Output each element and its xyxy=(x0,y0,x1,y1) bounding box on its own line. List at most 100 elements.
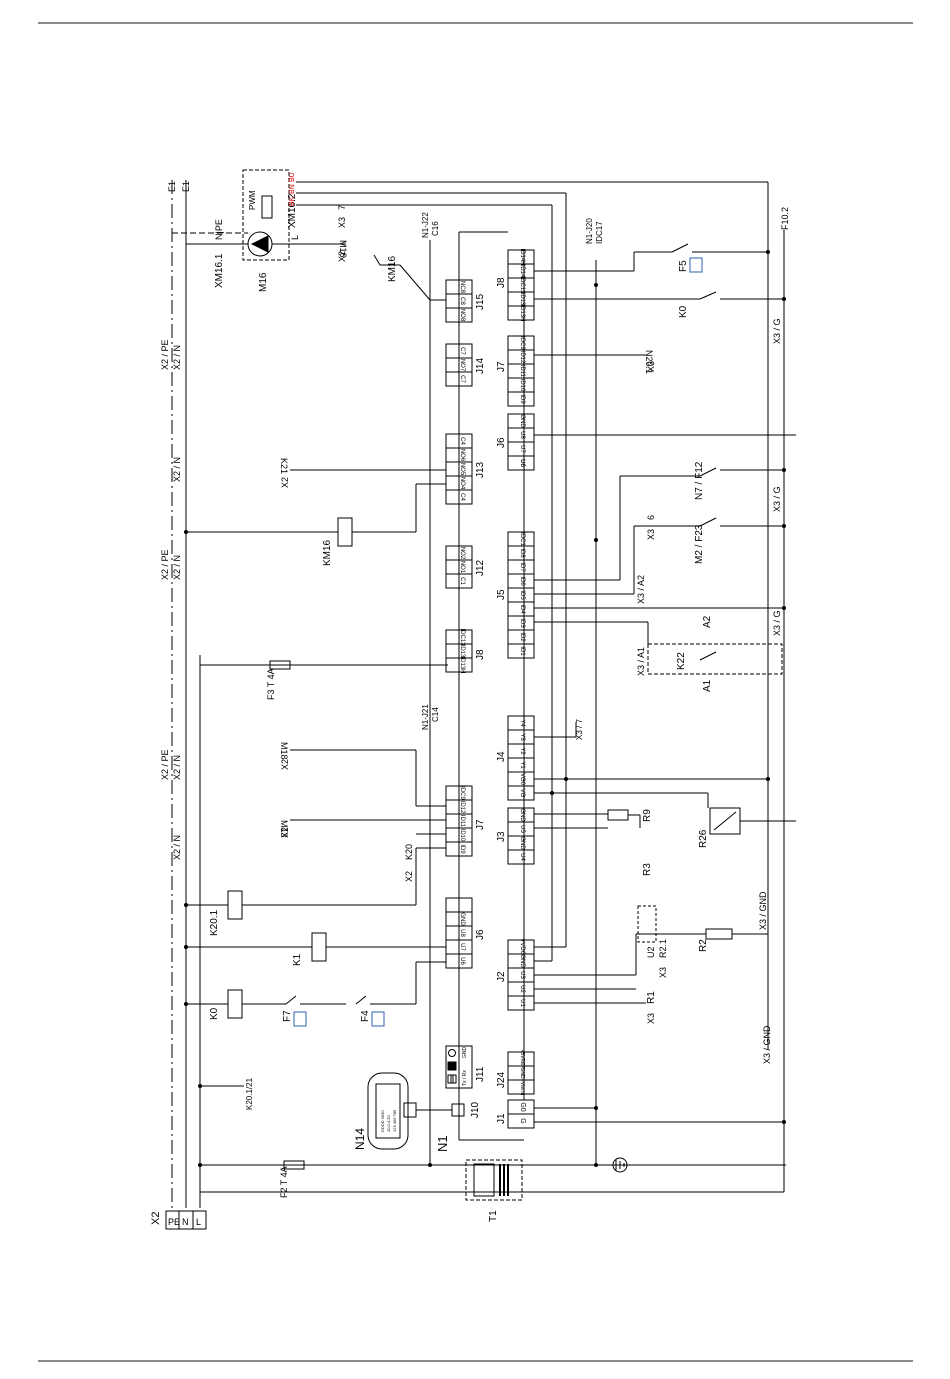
svg-text:ID12: ID12 xyxy=(459,801,465,814)
svg-text:GND: GND xyxy=(519,836,525,850)
svg-text:NO7: NO7 xyxy=(459,359,465,372)
ref-n1-j20: N1-J20 IDC17 xyxy=(585,218,604,244)
svg-text:X3 / A2: X3 / A2 xyxy=(636,575,646,604)
relay-km16-a: KM16 xyxy=(186,483,446,566)
svg-text:NO4: NO4 xyxy=(459,477,465,490)
junction-dots xyxy=(184,250,786,1167)
x3-gnd-labels: X3 / GND X3 / GND xyxy=(758,891,772,1064)
svg-text:U4: U4 xyxy=(519,853,525,861)
ref-n1-j21: N1-J21 C14 xyxy=(421,704,440,730)
svg-text:C4: C4 xyxy=(459,437,465,445)
svg-text:GND: GND xyxy=(462,1047,468,1059)
svg-text:GND: GND xyxy=(519,1067,525,1079)
svg-text:U7: U7 xyxy=(459,943,465,951)
svg-text:X3: X3 xyxy=(646,361,656,372)
svg-text:ID1: ID1 xyxy=(519,646,525,656)
j2-supply-wiring xyxy=(534,193,597,1165)
svg-text:+Vterm: +Vterm xyxy=(519,1079,525,1095)
svg-text:J10: J10 xyxy=(470,1101,481,1118)
svg-text:KM16: KM16 xyxy=(387,255,398,282)
svg-text:C1: C1 xyxy=(459,577,465,585)
svg-text:U2: U2 xyxy=(519,985,525,993)
svg-text:PWM: PWM xyxy=(248,190,257,210)
svg-text:VG: VG xyxy=(519,789,525,798)
connector-j18: NO8 C8 NC8 J15 xyxy=(445,279,486,323)
connector-j8 xyxy=(507,249,535,321)
svg-text:M2 / F23: M2 / F23 xyxy=(694,524,705,564)
svg-text:Y4: Y4 xyxy=(519,719,525,727)
terminal-block-x2: X2 PE N L xyxy=(150,1210,207,1230)
svg-text:NO2: NO2 xyxy=(459,547,465,560)
connector-j24: +Vterm GND +5VREF J24 xyxy=(496,1049,535,1095)
svg-text:U2: U2 xyxy=(646,946,656,958)
label-x2-pe-1: X2 / PE xyxy=(160,339,170,370)
svg-text:X3: X3 xyxy=(658,967,668,978)
svg-text:ID8: ID8 xyxy=(519,548,525,558)
svg-text:N7 / F12: N7 / F12 xyxy=(694,461,705,500)
ref-n1-j22: N1-J22 C16 xyxy=(421,212,508,238)
svg-text:U3: U3 xyxy=(519,971,525,979)
ref-k21: X2 K21 xyxy=(279,458,446,488)
svg-text:J15: J15 xyxy=(475,293,486,310)
contact-km16: KM16 xyxy=(373,254,446,301)
svg-text:123 456 789: 123 456 789 xyxy=(392,1109,397,1132)
pin-label-j8-3: ID14 xyxy=(519,265,525,278)
svg-text:ID4: ID4 xyxy=(519,604,525,614)
svg-text:ID5: ID5 xyxy=(519,590,525,600)
connector-j13: ID9 ID10 ID11 ID12 IDC9 J7 xyxy=(445,785,486,857)
svg-text:ID2: ID2 xyxy=(519,632,525,642)
connector-j2: U1 U2 U3 GND +VDC J2 xyxy=(496,939,535,1011)
svg-text:ID13H: ID13H xyxy=(459,656,465,673)
svg-text:J3: J3 xyxy=(496,831,507,842)
pin-l: L xyxy=(196,1217,201,1227)
svg-text:Y3: Y3 xyxy=(519,733,525,741)
svg-text:Y2: Y2 xyxy=(519,747,525,755)
svg-text:G0: G0 xyxy=(519,1102,526,1111)
svg-text:ID13: ID13 xyxy=(459,645,465,658)
svg-text:J6: J6 xyxy=(475,929,486,940)
label-x2-n-4: X2 / N xyxy=(172,755,182,780)
ref-m13: X2 M13 xyxy=(279,819,446,838)
svg-text:K0: K0 xyxy=(678,305,689,318)
svg-text:R2.1: R2.1 xyxy=(658,939,668,958)
label-x2-n-5: X2 / N xyxy=(172,835,182,860)
svg-text:K21: K21 xyxy=(279,458,289,474)
svg-text:J11: J11 xyxy=(475,1066,486,1082)
svg-text:K20: K20 xyxy=(404,844,414,860)
svg-text:F5: F5 xyxy=(678,260,689,272)
svg-text:F4: F4 xyxy=(360,1010,371,1022)
svg-text:F2 T 4A: F2 T 4A xyxy=(279,1166,289,1198)
label-e1-b: E1 xyxy=(181,181,191,192)
label-x2-n-2: X2 / N xyxy=(172,457,182,482)
svg-text:X3 / GND: X3 / GND xyxy=(758,891,768,930)
svg-text:J8: J8 xyxy=(475,649,486,660)
svg-text:Tx / Rx: Tx / Rx xyxy=(462,1070,468,1086)
connector-j1: G G0 J1 xyxy=(459,1099,784,1141)
svg-text:C7: C7 xyxy=(459,347,465,355)
svg-text:IDC1: IDC1 xyxy=(519,532,525,546)
sensor-r2: R2 R2.1 U2 X3 xyxy=(534,905,768,990)
ref-n20-1: X3 N20.1 xyxy=(534,350,656,374)
svg-text:NC8: NC8 xyxy=(459,281,465,294)
pin-label-j6-0: U6 xyxy=(519,459,525,467)
pin-label-j7-4: IDC9 xyxy=(519,336,525,350)
svg-text:U8: U8 xyxy=(459,929,465,937)
switch-m2-f23: M2 / F23 X3 6 xyxy=(534,515,784,595)
svg-text:K1: K1 xyxy=(292,953,303,966)
svg-text:J5: J5 xyxy=(496,589,507,600)
svg-text:R9: R9 xyxy=(642,809,653,822)
svg-text:J12: J12 xyxy=(475,559,486,576)
pin-label-j8-1: ID13 xyxy=(519,293,525,306)
display-n14: DDDD 3930 10.0.4.20 123 456 789 N14 xyxy=(353,1072,417,1150)
ref-x3-7: X3 / 7 xyxy=(534,719,584,740)
svg-text:ID3: ID3 xyxy=(519,618,525,628)
svg-text:J2: J2 xyxy=(496,971,507,982)
pin-label-j7-3: ID12 xyxy=(519,351,525,364)
svg-text:U6: U6 xyxy=(519,459,525,467)
supply-lines xyxy=(171,180,786,1208)
sensor-r1: R1 X3 xyxy=(534,991,657,1024)
svg-text:NO5: NO5 xyxy=(459,463,465,476)
svg-text:IDC13: IDC13 xyxy=(459,628,465,646)
svg-text:J4: J4 xyxy=(496,751,507,762)
svg-text:T1: T1 xyxy=(488,1210,499,1222)
